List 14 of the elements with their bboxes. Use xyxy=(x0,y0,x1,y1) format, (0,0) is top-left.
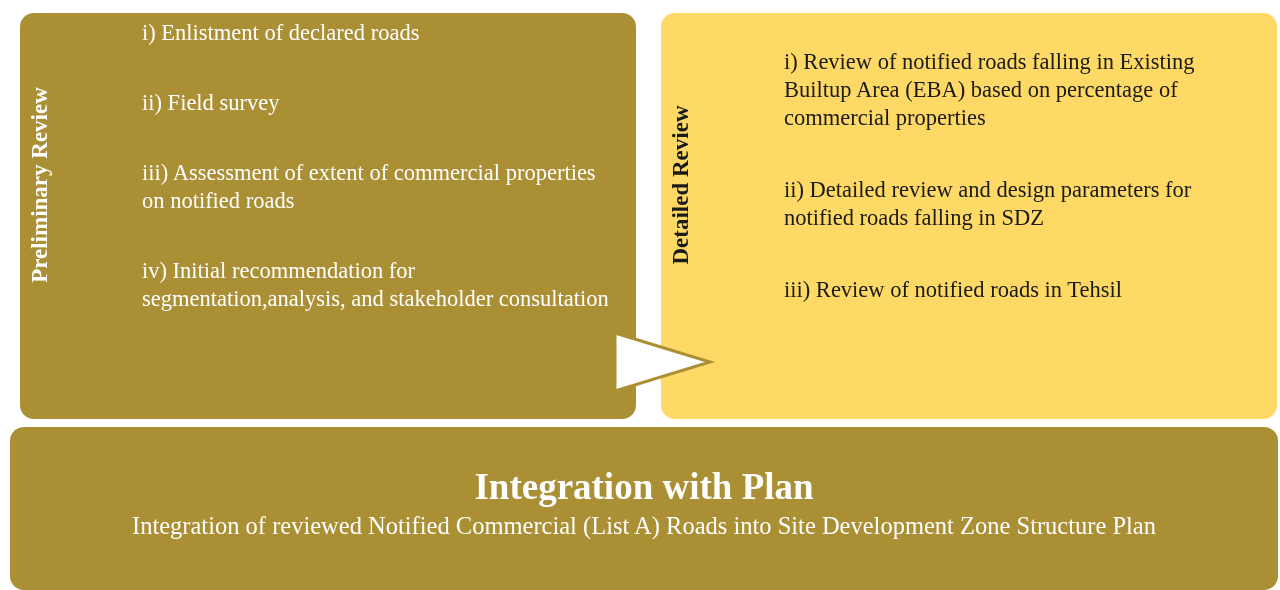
section-title: Detailed Review xyxy=(668,105,694,265)
step-text: iv) Initial recommendation for segmentation,analysis, and stakeholder consultation xyxy=(142,257,610,313)
step-text: iii) Review of notified roads in Tehsil xyxy=(784,276,1123,304)
process-box xyxy=(661,13,1277,419)
section-title: Preliminary Review xyxy=(27,87,53,283)
step-text: i) Review of notified roads falling in Existing Builtup Area (EBA) based on percentage of commercial properties xyxy=(784,48,1196,132)
box-title: Integration with Plan xyxy=(474,464,814,509)
step-text: ii) Field survey xyxy=(142,89,281,117)
process-box xyxy=(20,13,636,419)
step-text: ii) Detailed review and design parameters for notified roads falling in SDZ xyxy=(784,176,1193,232)
process-box xyxy=(10,427,1278,590)
box-description: Integration of reviewed Notified Commercial (List A) Roads into Site Development Zone Structure Plan xyxy=(132,510,1156,542)
step-text: iii) Assessment of extent of commercial properties on notified roads xyxy=(142,159,597,215)
step-text: i) Enlistment of declared roads xyxy=(142,19,421,47)
